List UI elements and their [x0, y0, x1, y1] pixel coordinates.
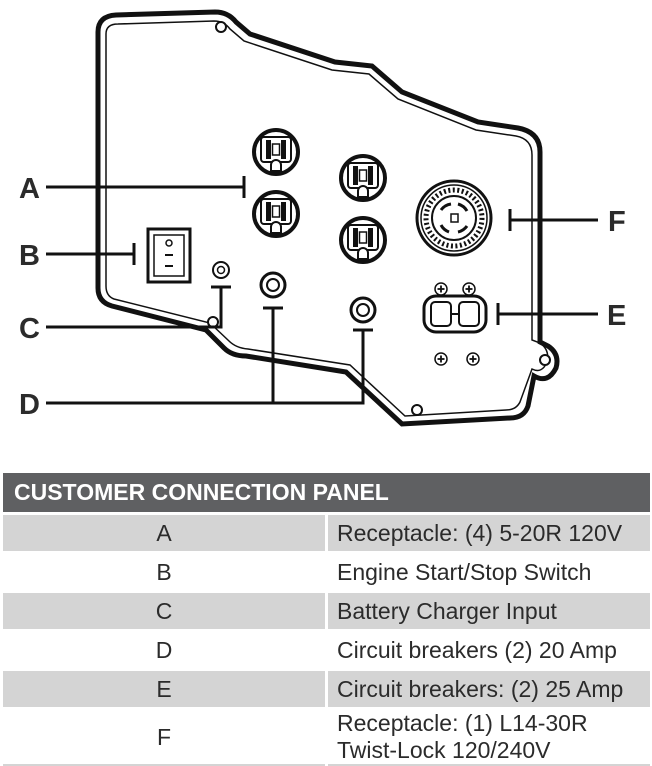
panel-inner-outline — [105, 20, 549, 417]
row-description: Engine Start/Stop Switch — [326, 552, 650, 593]
callout-label-f: F — [608, 206, 626, 238]
receptacle-outlet-icon — [252, 190, 300, 238]
legend-table: CUSTOMER CONNECTION PANEL A Receptacle: … — [3, 473, 650, 766]
row-key: D — [3, 630, 328, 671]
row-key: B — [3, 552, 328, 593]
callout-label-d: D — [19, 389, 40, 421]
row-description: Circuit breakers: (2) 25 Amp — [326, 669, 650, 710]
row-key: A — [3, 513, 328, 554]
table-row: A Receptacle: (4) 5-20R 120V — [3, 513, 650, 554]
table-header-row: CUSTOMER CONNECTION PANEL — [3, 473, 650, 515]
circuit-breaker-icon — [349, 296, 377, 324]
row-key: E — [3, 669, 328, 710]
table-row: B Engine Start/Stop Switch — [3, 552, 650, 593]
row-description: Receptacle: (4) 5-20R 120V — [326, 513, 650, 554]
table-row: E Circuit breakers: (2) 25 Amp — [3, 669, 650, 710]
leader-lines — [46, 176, 598, 405]
twist-lock-receptacle-icon — [415, 179, 493, 257]
receptacle-outlet-icon — [339, 154, 387, 202]
callout-label-a: A — [19, 173, 40, 205]
screw-icon — [434, 282, 448, 296]
circuit-breaker-icon — [259, 271, 287, 299]
callout-label-c: C — [19, 313, 40, 345]
charger-jack-icon — [212, 261, 230, 279]
table-row: C Battery Charger Input — [3, 591, 650, 632]
screw-icon — [462, 282, 476, 296]
row-description: Battery Charger Input — [326, 591, 650, 632]
mounting-hole-icon — [215, 21, 227, 33]
receptacle-outlet-icon — [252, 128, 300, 176]
screw-icon — [466, 352, 480, 366]
mounting-hole-icon — [539, 354, 551, 366]
dual-breaker-icon — [422, 294, 488, 334]
table-row: D Circuit breakers (2) 20 Amp — [3, 630, 650, 671]
row-key: F — [3, 708, 328, 766]
row-description: Receptacle: (1) L14-30R Twist-Lock 120/2… — [326, 708, 650, 766]
row-key: C — [3, 591, 328, 632]
screw-icon — [434, 352, 448, 366]
start-stop-switch-icon — [146, 227, 192, 284]
mounting-hole-icon — [411, 404, 423, 416]
callout-label-e: E — [607, 300, 626, 332]
callout-label-b: B — [19, 240, 40, 272]
connection-panel-diagram: A B C D E F — [19, 9, 626, 427]
table-title: CUSTOMER CONNECTION PANEL — [3, 473, 650, 515]
row-description: Circuit breakers (2) 20 Amp — [326, 630, 650, 671]
table-row: F Receptacle: (1) L14-30R Twist-Lock 120… — [3, 708, 650, 766]
receptacle-outlet-icon — [339, 216, 387, 264]
